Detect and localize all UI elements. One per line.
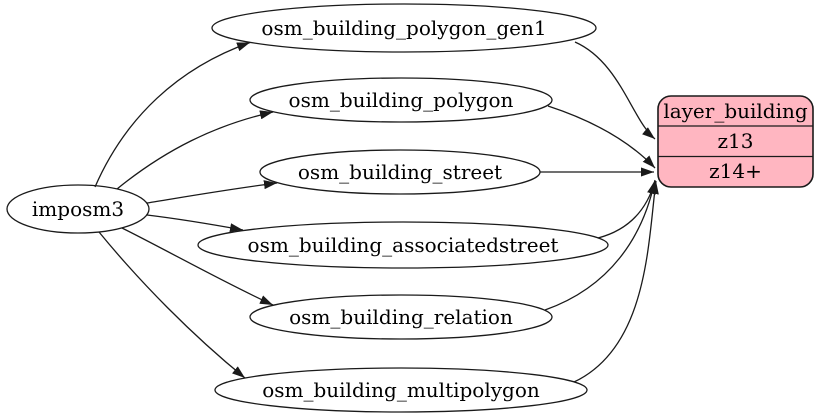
node-osm-building-street: osm_building_street [259, 149, 541, 195]
osm-building-polygon-gen1-ellipse [211, 3, 597, 53]
node-osm-building-relation: osm_building_relation [249, 294, 553, 340]
imposm3-ellipse [6, 184, 150, 234]
edge-imposm3-to-osm-building-polygon [116, 110, 274, 190]
node-layer-building: layer_building z13 z14+ [657, 95, 814, 188]
edge-osm-building-multipolygon-to-z14plus [573, 180, 659, 383]
edge-osm-building-relation-to-z14plus [544, 179, 657, 311]
edge-imposm3-to-osm-building-street [146, 180, 278, 204]
osm-building-multipolygon-label: osm_building_multipolygon [262, 378, 540, 402]
osm-building-polygon-label: osm_building_polygon [289, 88, 514, 112]
osm-building-relation-ellipse [249, 294, 553, 340]
layer-building-title: layer_building [663, 99, 808, 123]
osm-building-polygon-ellipse [249, 77, 553, 123]
edge-imposm3-to-osm-building-multipolygon [98, 231, 246, 379]
node-osm-building-multipolygon: osm_building_multipolygon [214, 367, 588, 413]
node-osm-building-polygon: osm_building_polygon [249, 77, 553, 123]
node-osm-building-associatedstreet: osm_building_associatedstreet [197, 221, 609, 269]
node-imposm3: imposm3 [6, 184, 150, 234]
node-osm-building-polygon-gen1: osm_building_polygon_gen1 [211, 3, 597, 53]
osm-building-multipolygon-ellipse [214, 367, 588, 413]
edges-from-imposm3 [94, 41, 278, 379]
layer-building-row-z13: z13 [718, 129, 754, 153]
edge-osm-building-polygon-gen1-to-z13 [574, 41, 656, 140]
edge-imposm3-to-osm-building-polygon-gen1 [94, 41, 251, 188]
edge-imposm3-to-osm-building-relation [121, 227, 274, 306]
edge-imposm3-to-osm-building-associatedstreet [146, 214, 244, 233]
osm-building-polygon-gen1-label: osm_building_polygon_gen1 [261, 16, 546, 40]
imposm3-label: imposm3 [32, 197, 124, 221]
osm-building-associatedstreet-label: osm_building_associatedstreet [248, 233, 559, 257]
edge-osm-building-polygon-to-z14plus [547, 105, 656, 169]
layer-building-box [657, 95, 814, 188]
osm-building-street-label: osm_building_street [298, 160, 502, 184]
edges-to-layer-building [540, 41, 659, 383]
layer-building-row-z14plus: z14+ [709, 159, 762, 183]
osm-building-associatedstreet-ellipse [197, 221, 609, 269]
osm-building-relation-label: osm_building_relation [289, 305, 513, 329]
